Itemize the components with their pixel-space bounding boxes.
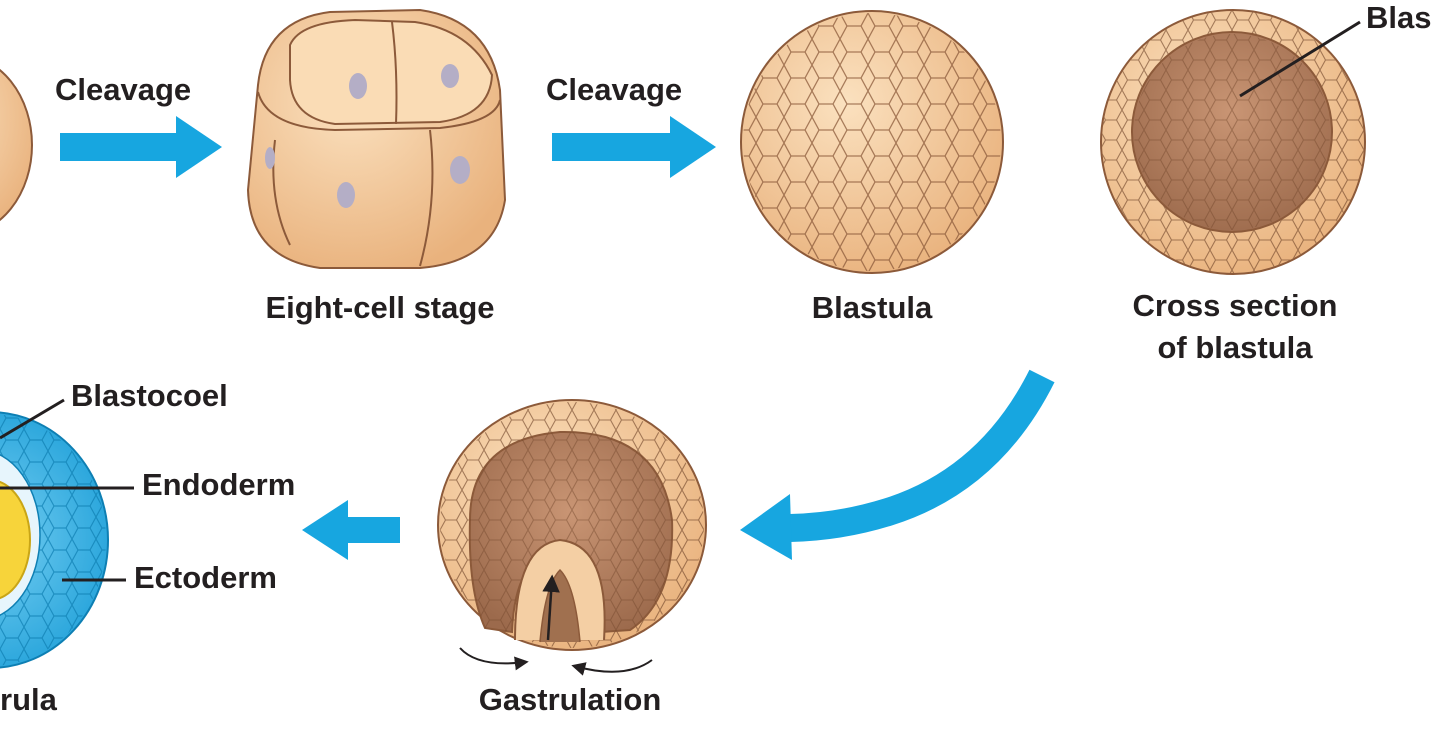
cross-section-label-line2: of blastula (1157, 330, 1313, 365)
cleavage-arrow-1 (60, 116, 222, 178)
cleavage-label-1: Cleavage (55, 72, 192, 107)
blastula-label: Blastula (811, 290, 933, 325)
gastrula-arrow (302, 500, 400, 560)
blastula (740, 10, 1004, 274)
gastrulation-curved-arrow (740, 369, 1055, 560)
blastocoel-pointer-top (1239, 20, 1361, 98)
nucleus-icon (265, 147, 275, 169)
cleavage-label-2: Cleavage (546, 72, 683, 107)
cleavage-arrow-2 (552, 116, 716, 178)
cross-section-label-line1: Cross section (1132, 288, 1338, 323)
zygote-partial (0, 68, 33, 222)
nucleus-icon (349, 73, 367, 99)
eight-cell-embryo (246, 8, 507, 269)
ectoderm-label: Ectoderm (134, 560, 277, 595)
gastrula-label: rula (0, 682, 57, 717)
gastrulation-label: Gastrulation (478, 682, 662, 717)
blastocoel-label-top: Blas (1366, 0, 1432, 35)
blastocoel-label: Blastocoel (71, 378, 228, 413)
endoderm-label: Endoderm (142, 467, 296, 502)
blastocoel-pointer (0, 398, 65, 440)
gastrulating-embryo (437, 399, 707, 676)
nucleus-icon (441, 64, 459, 88)
nucleus-icon (450, 156, 470, 184)
nucleus-icon (337, 182, 355, 208)
eight-cell-stage-label: Eight-cell stage (265, 290, 495, 325)
blastula-cross-section (1100, 9, 1366, 275)
gastrula-partial (0, 411, 109, 669)
